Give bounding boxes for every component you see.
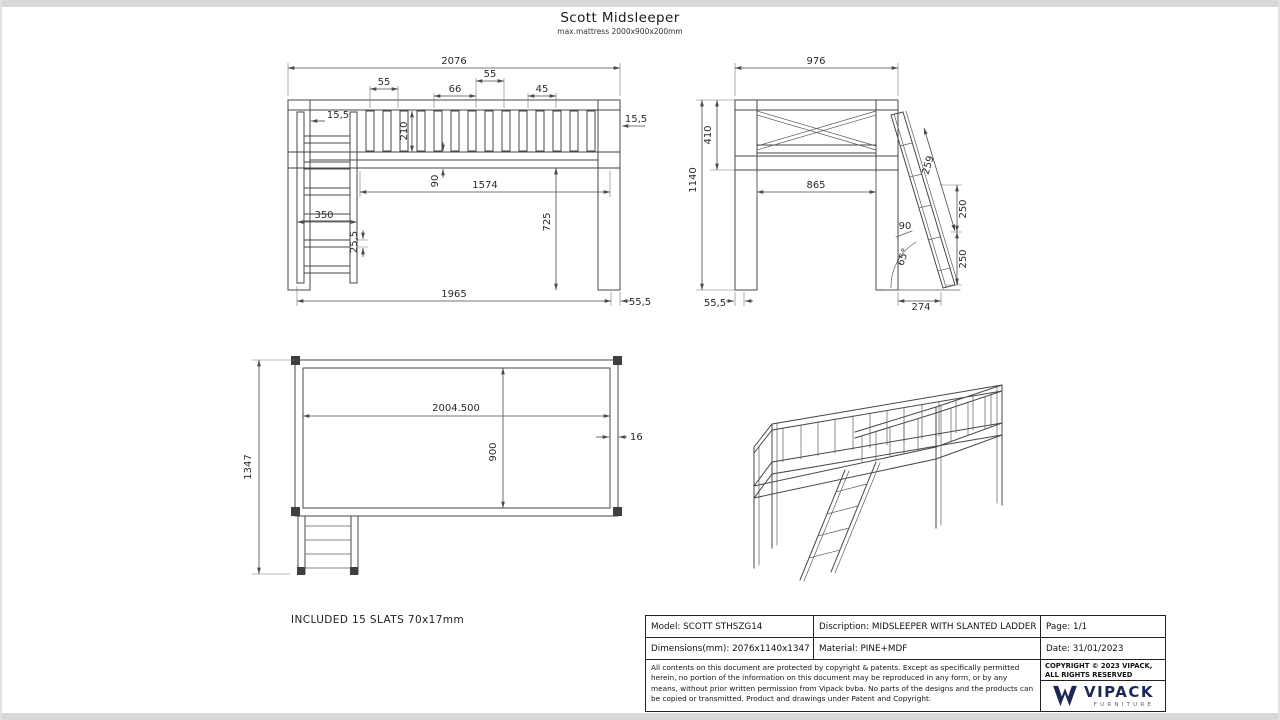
drawing-header: Scott Midsleeper max.mattress 2000x900x2… (320, 10, 920, 36)
vipack-logo-mark-icon (1053, 685, 1077, 707)
plan-view-geometry (291, 356, 622, 575)
dim-front-slat-pitch: 66 (449, 84, 462, 95)
copyright-text: COPYRIGHT © 2023 VIPACK, ALL RIGHTS RESE… (1041, 660, 1165, 681)
front-view-dimensions: 2076 55 66 55 45 15,5 15,5 210 90 1574 7… (287, 56, 651, 308)
title-block: Model: SCOTT STHSZG14 Discription: MIDSL… (645, 615, 1166, 712)
dim-side-ladder-run: 274 (911, 302, 930, 313)
dim-front-post-right: 15,5 (625, 114, 647, 125)
model-cell: Model: SCOTT STHSZG14 (646, 616, 814, 638)
dim-front-rung-thickness: 25,5 (349, 231, 360, 253)
side-view-geometry (734, 99, 961, 291)
side-view: 976 410 1140 865 259 90 65° 250 250 55,5… (688, 56, 969, 313)
dim-plan-total-depth: 1347 (243, 454, 254, 479)
dim-side-step-upper: 250 (958, 199, 969, 218)
dim-front-foot-span: 1965 (441, 289, 466, 300)
front-view: 2076 55 66 55 45 15,5 15,5 210 90 1574 7… (287, 56, 651, 308)
dim-front-slat-width: 45 (536, 84, 549, 95)
dim-plan-mattress-width: 900 (488, 442, 499, 461)
dim-front-clearance: 725 (542, 212, 553, 231)
brand-name: VIPACK (1083, 682, 1155, 701)
copyright-logo-stack: COPYRIGHT © 2023 VIPACK, ALL RIGHTS RESE… (1041, 660, 1165, 711)
left-border-band (0, 0, 2, 720)
dim-side-step-lower: 250 (958, 249, 969, 268)
iso-view (753, 384, 1003, 582)
dim-front-platform-height: 90 (430, 175, 441, 188)
plan-view: 2004.500 900 16 1347 (243, 356, 643, 575)
page-title: Scott Midsleeper (560, 10, 680, 26)
brand-subtitle: FURNITURE (1093, 701, 1155, 708)
front-view-geometry (287, 99, 621, 291)
dim-front-ladder-width: 350 (314, 210, 333, 221)
dim-front-slat-spacing-b: 55 (484, 69, 497, 80)
page-subtitle: max.mattress 2000x900x200mm (557, 27, 683, 36)
dim-front-total-width: 2076 (441, 56, 466, 67)
dim-front-slat-spacing-a: 55 (378, 77, 391, 88)
dim-plan-mattress-length: 2004.500 (432, 403, 480, 414)
material-cell: Material: PINE+MDF (814, 638, 1041, 660)
top-border-band (0, 0, 1280, 7)
dim-front-foot-offset: 55,5 (629, 297, 651, 308)
dimensions-cell: Dimensions(mm): 2076x1140x1347 (646, 638, 814, 660)
dim-side-ladder-segment: 259 (921, 155, 937, 176)
dim-side-total-depth: 976 (806, 56, 825, 67)
dim-front-inner-length: 1574 (472, 180, 497, 191)
dim-side-guard-drop: 410 (703, 125, 714, 144)
vipack-logo: VIPACK FURNITURE (1041, 681, 1165, 711)
dim-side-foot-offset: 55,5 (704, 298, 726, 309)
page-cell: Page: 1/1 (1041, 616, 1165, 638)
plan-view-dimensions: 2004.500 900 16 1347 (243, 359, 643, 575)
dim-front-post-left: 15,5 (327, 110, 349, 121)
dim-side-rung-spacing: 90 (899, 221, 912, 232)
dim-plan-rail-thickness: 16 (630, 432, 643, 443)
vipack-logo-text: VIPACK FURNITURE (1083, 682, 1155, 708)
right-border-band (1278, 0, 1280, 720)
dim-front-guard-height: 210 (399, 121, 410, 140)
description-cell: Discription: MIDSLEEPER WITH SLANTED LAD… (814, 616, 1041, 638)
slats-note: INCLUDED 15 SLATS 70x17mm (291, 614, 465, 626)
dim-side-total-height: 1140 (688, 167, 699, 192)
dim-side-inner-depth: 865 (806, 180, 825, 191)
date-cell: Date: 31/01/2023 (1041, 638, 1165, 660)
legal-text: All contents on this document are protec… (646, 660, 1041, 711)
side-view-dimensions: 976 410 1140 865 259 90 65° 250 250 55,5… (688, 56, 969, 313)
bottom-border-band (0, 713, 1280, 720)
